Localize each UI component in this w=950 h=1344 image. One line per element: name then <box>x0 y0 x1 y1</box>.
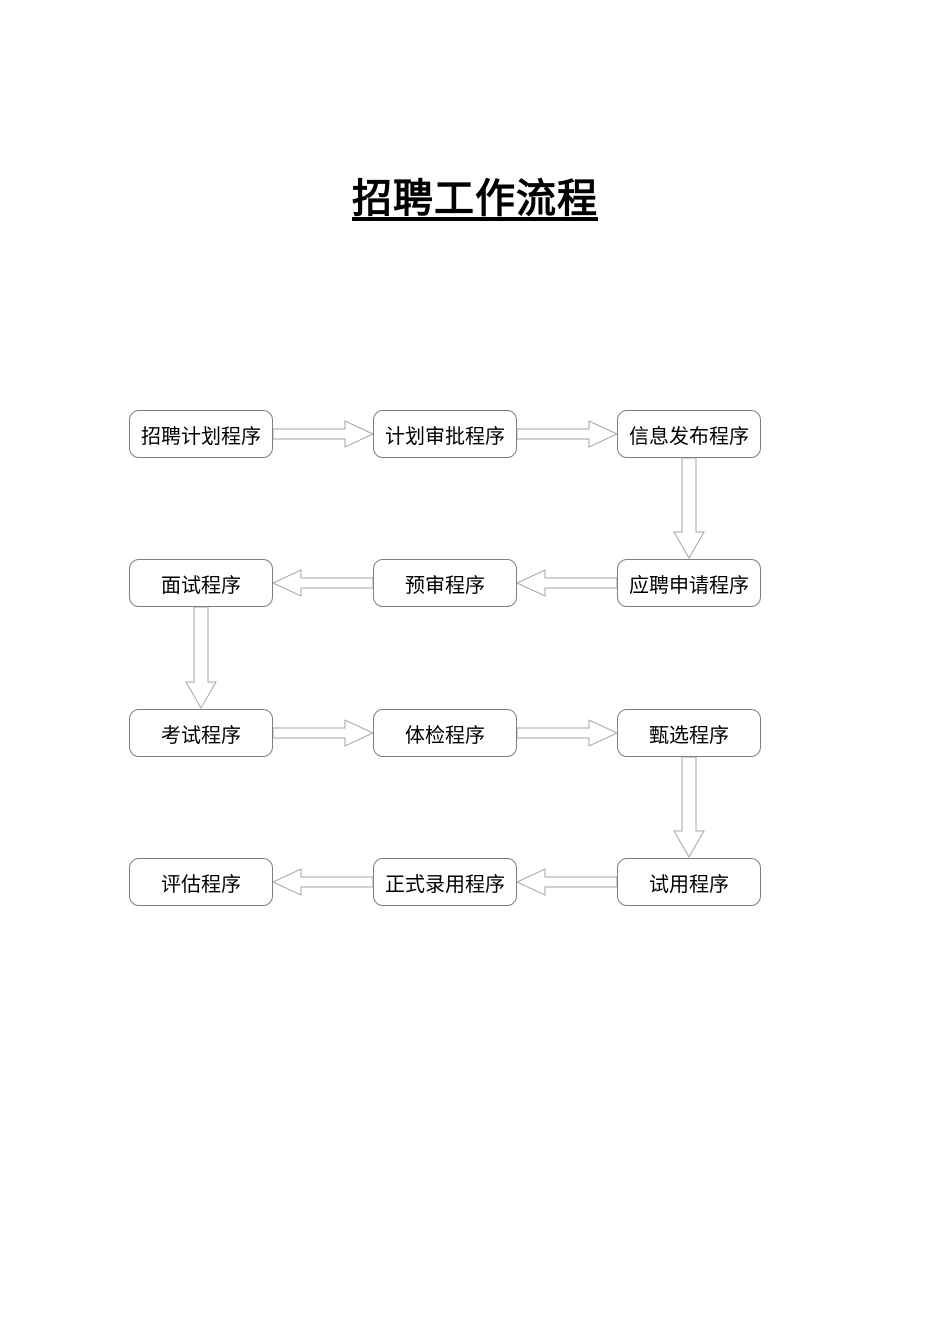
flow-arrow-right-icon <box>272 420 375 448</box>
flow-arrow-left-icon <box>515 569 618 597</box>
flow-node-evaluation: 评估程序 <box>129 858 273 906</box>
flow-node-plan-approval: 计划审批程序 <box>373 410 517 458</box>
flow-node-interview: 面试程序 <box>129 559 273 607</box>
flow-node-label: 计划审批程序 <box>385 423 505 448</box>
flow-node-label: 招聘计划程序 <box>141 423 261 448</box>
flow-node-label: 考试程序 <box>161 722 241 747</box>
flow-arrow-right-icon <box>272 719 375 747</box>
flow-arrow-down-icon <box>185 606 217 710</box>
flow-node-label: 甄选程序 <box>649 722 729 747</box>
flow-node-label: 信息发布程序 <box>629 423 749 448</box>
flow-node-label: 体检程序 <box>405 722 485 747</box>
flow-arrow-right-icon <box>516 719 619 747</box>
flow-arrow-down-icon <box>673 457 705 560</box>
flow-node-label: 试用程序 <box>649 871 729 896</box>
flow-arrow-left-icon <box>271 868 374 896</box>
flow-arrow-left-icon <box>515 868 618 896</box>
flow-node-pre-review: 预审程序 <box>373 559 517 607</box>
flow-node-recruitment-plan: 招聘计划程序 <box>129 410 273 458</box>
flow-node-probation: 试用程序 <box>617 858 761 906</box>
flow-node-label: 预审程序 <box>405 572 485 597</box>
flow-node-application: 应聘申请程序 <box>617 559 761 607</box>
flow-node-label: 面试程序 <box>161 572 241 597</box>
flow-node-selection: 甄选程序 <box>617 709 761 757</box>
page-title: 招聘工作流程 <box>352 175 598 222</box>
flow-node-label: 评估程序 <box>161 871 241 896</box>
flow-arrow-left-icon <box>271 569 374 597</box>
flow-arrow-right-icon <box>516 420 619 448</box>
flow-node-label: 应聘申请程序 <box>629 572 749 597</box>
flow-node-physical-check: 体检程序 <box>373 709 517 757</box>
flow-node-examination: 考试程序 <box>129 709 273 757</box>
flow-arrow-down-icon <box>673 756 705 859</box>
flow-node-formal-employment: 正式录用程序 <box>373 858 517 906</box>
flow-node-info-release: 信息发布程序 <box>617 410 761 458</box>
flow-node-label: 正式录用程序 <box>385 871 505 896</box>
